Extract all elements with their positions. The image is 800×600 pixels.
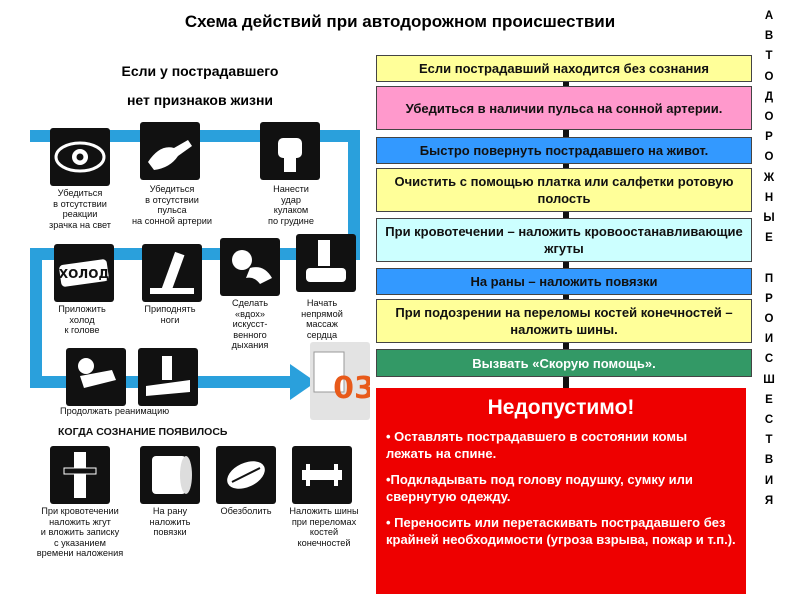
vertical-letter: А xyxy=(764,10,774,22)
vertical-letter: О xyxy=(764,151,774,164)
splint-icon xyxy=(292,446,352,504)
vertical-letter: Е xyxy=(765,393,773,406)
page-title: Схема действий при автодорожном происшес… xyxy=(184,12,616,31)
tourniquet-icon xyxy=(50,446,110,504)
vertical-letter: Я xyxy=(764,494,774,507)
raised-legs-icon xyxy=(142,244,202,302)
flow-step-4: Очистить с помощью платка или салфетки р… xyxy=(376,168,752,212)
chest-compression-icon xyxy=(296,234,356,292)
warning-box: Недопустимо! • Оставлять пострадавшего в… xyxy=(376,388,746,594)
vertical-letter: С xyxy=(764,414,774,427)
vertical-letter: Н xyxy=(764,191,774,204)
vertical-letter: И xyxy=(764,333,774,346)
flow-step-5: При кровотечении – наложить кровоостанав… xyxy=(376,218,752,262)
caption-pain: Обезболить xyxy=(220,506,272,516)
flow-step-8: Вызвать «Скорую помощь». xyxy=(376,349,752,377)
arrow-right-icon xyxy=(290,364,316,400)
blue-band xyxy=(348,130,360,260)
ambulance-call-icon: 03 xyxy=(310,342,375,420)
eye-icon xyxy=(50,128,110,186)
vertical-letter: П xyxy=(764,272,774,285)
vertical-letter: В xyxy=(764,454,774,467)
vertical-letter: О xyxy=(764,313,774,326)
bandage-roll-icon xyxy=(140,446,200,504)
rescue-breath-icon xyxy=(220,238,280,296)
caption-continue: Продолжать реанимацию xyxy=(60,406,170,416)
svg-text:ХОЛОД: ХОЛОД xyxy=(59,267,109,281)
warning-item: • Переносить или перетаскивать пострадав… xyxy=(386,515,736,547)
vertical-letter: Ж xyxy=(763,171,775,184)
blue-band xyxy=(30,248,42,388)
cpr-icon xyxy=(66,348,126,406)
left-subtitle-line2: нет признаков жизни xyxy=(126,92,274,108)
vertical-letter: Р xyxy=(765,131,773,144)
vertical-letter: И xyxy=(764,474,774,487)
cpr-compression-icon xyxy=(138,348,198,406)
vertical-letter: Ы xyxy=(763,212,775,225)
pill-icon xyxy=(216,446,276,504)
vertical-letter: Ш xyxy=(763,373,775,386)
cold-pack-icon: ХОЛОД xyxy=(54,244,114,302)
fist-icon xyxy=(260,122,320,180)
flow-step-3: Быстро повернуть пострадавшего на живот. xyxy=(376,137,752,164)
section-head-conscious: КОГДА СОЗНАНИЕ ПОЯВИЛОСЬ xyxy=(58,426,228,438)
vertical-letter: С xyxy=(764,353,774,366)
svg-text:03: 03 xyxy=(333,371,370,406)
vertical-letter: Т xyxy=(765,50,773,63)
vertical-letter: В xyxy=(764,30,774,43)
warning-title: Недопустимо! xyxy=(487,396,635,419)
vertical-letter: Р xyxy=(765,292,773,305)
hand-pulse-icon xyxy=(140,122,200,180)
left-subtitle-line1: Если у пострадавшего xyxy=(121,63,279,79)
flow-step-2: Убедиться в наличии пульса на сонной арт… xyxy=(376,86,752,130)
warning-item: • Оставлять пострадавшего в состоянии ко… xyxy=(386,429,688,461)
flow-step-7: При подозрении на переломы костей конечн… xyxy=(376,299,752,343)
vertical-letter xyxy=(758,248,780,268)
vertical-letter: Д xyxy=(764,90,774,103)
flow-step-1: Если пострадавший находится без сознания xyxy=(376,55,752,82)
vertical-letter: О xyxy=(764,111,774,124)
warning-item: •Подкладывать под голову подушку, сумку … xyxy=(386,472,693,504)
flow-step-6: На раны – наложить повязки xyxy=(376,268,752,295)
vertical-letter: Е xyxy=(765,232,773,245)
vertical-letter: Т xyxy=(765,434,773,447)
vertical-letter: О xyxy=(764,70,774,83)
